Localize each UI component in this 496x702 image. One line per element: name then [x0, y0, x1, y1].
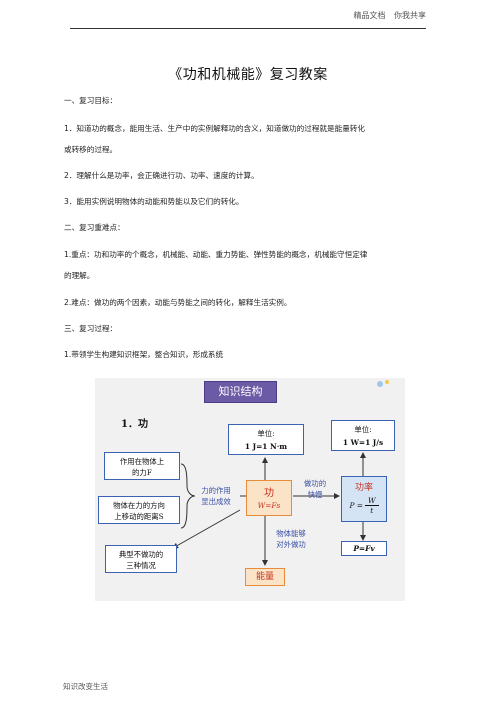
power-denominator: t — [370, 506, 374, 515]
arrow-work-nowork — [172, 509, 241, 549]
force-effect-line-1: 力的作用 — [201, 486, 231, 495]
unit-work-value: 1 J=1 N·m — [244, 442, 288, 451]
sparkle-icon — [377, 381, 383, 387]
force-effect-label: 力的作用 显出成效 — [192, 485, 240, 507]
section-heading-keypoints: 二、复习重难点： — [64, 223, 125, 232]
unit-work-title: 单位: — [257, 429, 275, 438]
speed-label-line-1: 做功的 — [303, 479, 327, 488]
no-work-line-1: 典型不做功的 — [118, 550, 164, 559]
distance-box-line-1: 物体在力的方向 — [113, 501, 165, 510]
no-work-line-2: 三种情况 — [126, 561, 156, 570]
keypoint-1-line-1: 1.重点：功和功率的个概念，机械能、动能、重力势能、弹性势能的概念，机械能守恒定… — [64, 250, 368, 259]
force-box-line-2: 的力F — [132, 468, 152, 477]
can-do-work-label: 物体能够 对外做功 — [269, 528, 313, 550]
unit-power-box: 单位: 1 W=1 J/s — [331, 420, 395, 451]
goal-1-line-2: 或转移的过程。 — [64, 145, 118, 154]
force-box: 作用在物体上 的力F — [104, 452, 180, 480]
energy-box: 能量 — [245, 568, 285, 586]
knowledge-structure-figure: 知识结构 1．功 单位: 1 J=1 N·m 单位: 1 W=1 J/s 作用在… — [95, 378, 405, 601]
speed-label-line-2: 快慢 — [307, 490, 323, 499]
can-do-work-line-2: 对外做功 — [276, 540, 306, 549]
page-title: 《功和机械能》复习教案 — [168, 67, 328, 83]
section-heading-process: 三、复习过程： — [64, 324, 118, 333]
figure-banner: 知识结构 — [204, 381, 277, 403]
power-fv-box: P=Fv — [341, 541, 387, 556]
power-label: 功率 — [354, 483, 373, 493]
force-box-line-1: 作用在物体上 — [119, 457, 165, 466]
section-heading-goals: 一、复习目标： — [64, 96, 118, 105]
goal-3: 3．能用实例说明物体的动能和势能以及它们的转化。 — [64, 197, 244, 206]
can-do-work-line-1: 物体能够 — [276, 529, 306, 538]
sparkle-icon — [385, 380, 389, 384]
distance-box-line-2: 上移动的距离S — [114, 512, 164, 521]
unit-power-value: 1 W=1 J/s — [342, 438, 384, 447]
force-effect-line-2: 显出成效 — [201, 497, 231, 506]
distance-box: 物体在力的方向 上移动的距离S — [98, 496, 180, 524]
energy-label: 能量 — [255, 572, 274, 582]
process-step-1: 1.带领学生构建知识框架，整合知识，形成系统 — [64, 350, 224, 359]
keypoint-1-line-2: 的理解。 — [64, 271, 95, 280]
power-numerator: W — [364, 496, 379, 506]
unit-power-title: 单位: — [354, 425, 372, 434]
power-box: 功率 P = W t — [341, 476, 387, 522]
unit-work-box: 单位: 1 J=1 N·m — [228, 424, 304, 455]
power-formula-lhs: P = — [349, 501, 363, 510]
section-label: 1．功 — [121, 419, 148, 430]
work-box: 功 W=Fs — [246, 480, 292, 516]
header-slogan: 精品文档 你我共享 — [353, 11, 426, 20]
footer-slogan: 知识改变生活 — [63, 682, 108, 691]
figure-connectors — [172, 380, 389, 566]
goal-2: 2．理解什么是功率，会正确进行功、功率、速度的计算。 — [64, 171, 259, 180]
goal-1-line-1: 1．知道功的概念，能用生活、生产中的实例解释功的含义，知道做功的过程就是能量转化 — [64, 124, 365, 133]
keypoint-2: 2.难点：做功的两个因素，动能与势能之间的转化，解释生活实例。 — [64, 298, 292, 307]
power-fraction: W t — [364, 496, 379, 515]
header-divider — [70, 28, 426, 29]
speed-label: 做功的 快慢 — [295, 478, 335, 500]
work-formula: W=Fs — [257, 501, 281, 510]
power-formula: P = W t — [342, 496, 386, 515]
work-label: 功 — [264, 488, 274, 499]
brace-connector — [180, 463, 196, 529]
no-work-box: 典型不做功的 三种情况 — [105, 545, 177, 573]
